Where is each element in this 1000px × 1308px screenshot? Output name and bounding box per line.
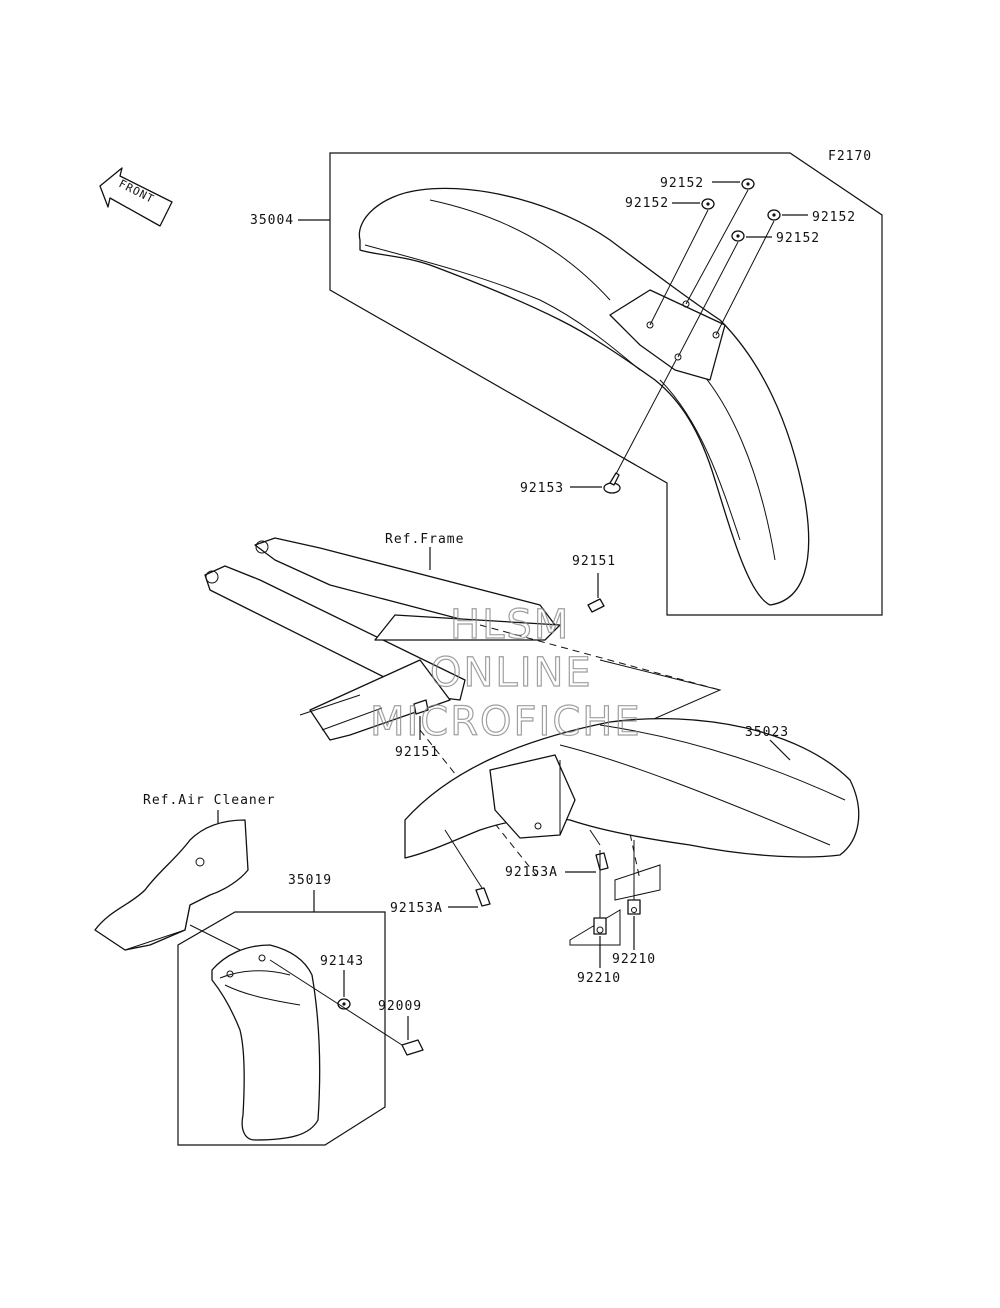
part-label-92153a-left: 92153A — [390, 901, 443, 916]
watermark-line-2: ONLINE — [430, 650, 593, 696]
bolt-icon — [475, 887, 491, 907]
bolt-icon — [413, 699, 429, 715]
bolt-icon — [401, 1039, 424, 1056]
front-arrow-icon: FRONT — [99, 167, 173, 227]
part-label-35019: 35019 — [288, 873, 332, 888]
rear-frame — [204, 537, 561, 741]
watermark-line-1: HLSM — [450, 602, 570, 648]
part-label-92153: 92153 — [520, 481, 564, 496]
part-label-92210-right: 92210 — [612, 952, 656, 967]
bolt-icon — [587, 598, 605, 613]
ref-frame-label: Ref.Frame — [385, 532, 464, 547]
part-label-92152-c: 92152 — [812, 210, 856, 225]
part-label-92152-a: 92152 — [660, 176, 704, 191]
washer-icon — [701, 178, 781, 242]
part-label-92152-b: 92152 — [625, 196, 669, 211]
bolt-icon — [603, 472, 621, 494]
part-label-92151-lower: 92151 — [395, 745, 439, 760]
bolt-icon — [595, 852, 609, 871]
front-fender-frame — [329, 152, 883, 616]
part-label-92210-left: 92210 — [577, 971, 621, 986]
nut-icon — [593, 899, 641, 935]
ref-air-cleaner-label: Ref.Air Cleaner — [143, 793, 275, 808]
air-cleaner-housing — [94, 819, 249, 951]
front-fender — [358, 187, 810, 606]
mud-flap — [211, 944, 321, 1141]
figure-code: F2170 — [828, 149, 872, 164]
part-label-92151-upper: 92151 — [572, 554, 616, 569]
part-label-92143: 92143 — [320, 954, 364, 969]
rear-fender — [404, 717, 860, 859]
part-label-92153a-right: 92153A — [505, 865, 558, 880]
part-label-35023: 35023 — [745, 725, 789, 740]
part-label-92152-d: 92152 — [776, 231, 820, 246]
watermark-line-3: MICROFICHE — [370, 699, 642, 745]
part-label-92009: 92009 — [378, 999, 422, 1014]
washer-icon — [337, 998, 351, 1010]
watermark: HLSM ONLINE MICROFICHE — [369, 601, 642, 745]
part-label-35004: 35004 — [250, 213, 294, 228]
mud-flap-frame — [177, 911, 386, 1146]
